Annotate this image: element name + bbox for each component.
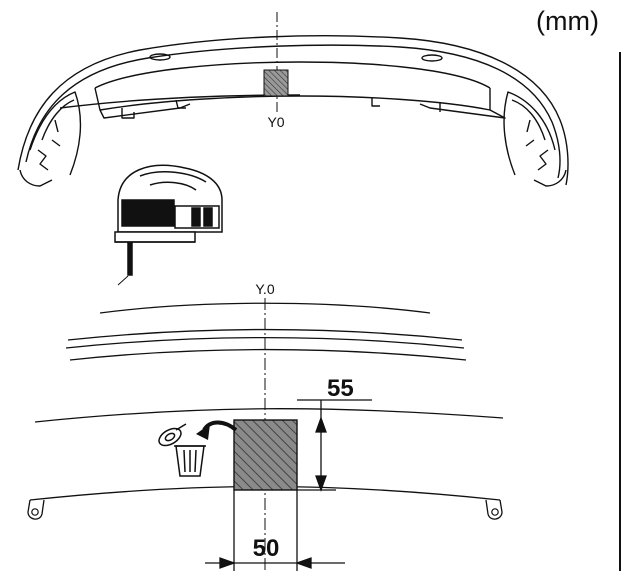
height-dimension — [297, 399, 372, 492]
right-mount-hole — [491, 508, 499, 516]
discard-arrow-icon — [196, 420, 238, 440]
jigsaw-icon — [114, 164, 223, 286]
top-reference-label: Y0 — [267, 114, 284, 130]
width-dimension — [205, 490, 345, 571]
bumper-illustration — [17, 35, 569, 187]
trash-bin-icon — [158, 423, 206, 477]
top-cut-area — [263, 69, 289, 97]
cut-area-hatched — [233, 419, 298, 491]
width-dimension-value: 50 — [253, 535, 280, 562]
height-dimension-value: 55 — [327, 375, 354, 402]
left-mount-hole — [31, 508, 39, 516]
bottom-reference-label: Y.0 — [255, 281, 274, 297]
unit-label: (mm) — [536, 6, 599, 36]
